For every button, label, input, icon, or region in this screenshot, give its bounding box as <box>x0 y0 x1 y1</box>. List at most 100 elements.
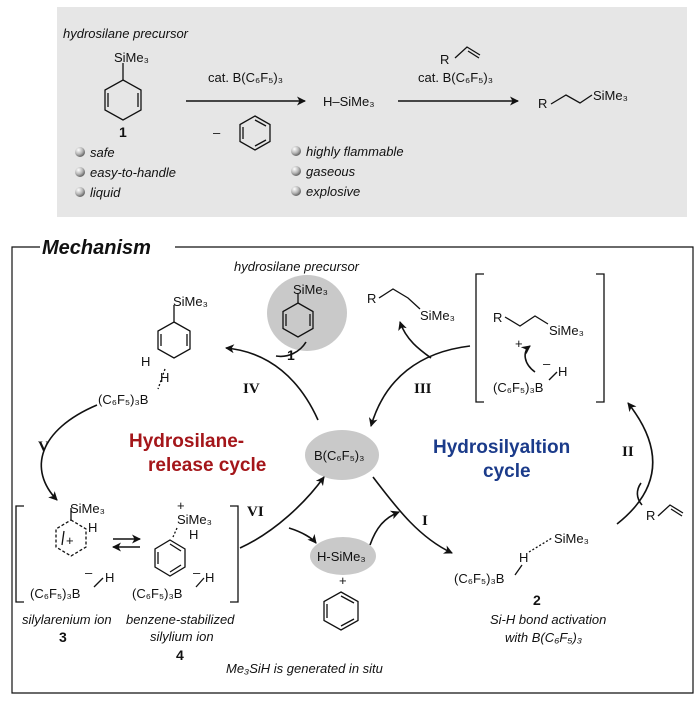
mech-precursor-title: hydrosilane precursor <box>234 259 360 274</box>
cation-iii-r: R <box>493 310 502 325</box>
silylium-caption-line1: benzene-stabilized <box>126 612 235 627</box>
complex-iv-h2: H <box>160 370 169 385</box>
right-cycle-label-line2: cycle <box>483 461 531 482</box>
silylarenium-sime3: SiMe₃ <box>70 501 105 516</box>
product-sime3: SiMe₃ <box>593 88 628 103</box>
cation-iii-sime3: SiMe₃ <box>549 323 584 338</box>
complex-2-sime3: SiMe₃ <box>554 531 589 546</box>
cation-bracket <box>475 273 605 403</box>
silylium-caption-line2: silylium ion <box>150 629 214 644</box>
complex-2-h: H <box>519 550 528 565</box>
reaction-panel <box>57 7 687 217</box>
alkene-ii-structure <box>657 504 684 517</box>
complex-iv-borane: (C₆F₅)₃B <box>98 392 148 407</box>
step-iv-arrow <box>225 344 319 421</box>
cons-list: highly flammable gaseous explosive <box>291 144 404 199</box>
silylium-borane: (C₆F₅)₃B <box>132 586 182 601</box>
hsime3-plus: + <box>339 573 347 588</box>
silylium-number: 4 <box>176 647 184 663</box>
catalyst-label: B(C₆F₅)₃ <box>314 448 364 463</box>
complex-2-caption-line1: Si-H bond activation <box>490 612 606 627</box>
alkene-joins-arrow <box>636 482 643 506</box>
step-v-arrow <box>40 404 98 501</box>
reagent-1: cat. B(C₆F₅)₃ <box>208 70 283 85</box>
step-iii-arrow <box>368 345 471 427</box>
pro-item: easy-to-handle <box>90 165 176 180</box>
step-iii-label: III <box>414 381 432 397</box>
alkene-r: R <box>440 52 449 67</box>
con-item: gaseous <box>306 164 356 179</box>
minus-sign: – <box>213 125 221 140</box>
step-i-arrow <box>372 476 453 554</box>
step-vi-arrow <box>239 476 325 549</box>
bullet-ball-icon <box>75 167 85 177</box>
silylium-plus: + <box>177 498 185 513</box>
mechanism-frame <box>11 246 694 694</box>
cation-iii-plus: + <box>515 336 523 351</box>
bullet-ball-icon <box>75 187 85 197</box>
pro-item: safe <box>90 145 115 160</box>
alkene-structure <box>454 46 481 59</box>
complex-iv-sime3: SiMe₃ <box>173 294 208 309</box>
silylarenium-caption: silylarenium ion <box>22 612 112 627</box>
equilibrium-arrows <box>112 534 141 552</box>
hsime3-to-i-arrow <box>369 510 400 546</box>
hsime3-label: H-SiMe₃ <box>317 549 366 564</box>
product-iii-sime3: SiMe₃ <box>420 308 455 323</box>
left-cycle-label-line2: release cycle <box>148 455 266 476</box>
silylium-sime3: SiMe₃ <box>177 512 212 527</box>
cation-iii-chain <box>504 315 549 327</box>
complex-iv-h1: H <box>141 354 150 369</box>
complex-2-borane: (C₆F₅)₃B <box>454 571 504 586</box>
insitu-note: Me₃SiH is generated in situ <box>226 661 383 676</box>
hydride-transfer-arrow <box>520 345 536 373</box>
bullet-ball-icon <box>291 146 301 156</box>
precursor-joins-arrow <box>275 341 307 358</box>
reagent-2: cat. B(C₆F₅)₃ <box>418 70 493 85</box>
h-sime3-intermediate: H–SiMe₃ <box>323 94 375 109</box>
precursor-title: hydrosilane precursor <box>63 26 189 41</box>
alkene-ii-r: R <box>646 508 655 523</box>
mech-benzene-structure <box>323 591 359 631</box>
cation-iii-minus: – <box>543 356 551 371</box>
step-iv-label: IV <box>243 381 260 397</box>
precursor-ellipse <box>267 275 347 351</box>
product-iii-r: R <box>367 291 376 306</box>
right-cycle-label-line1: Hydrosilyaltion <box>433 437 570 458</box>
step-i-label: I <box>422 513 428 529</box>
silylarenium-plus: + <box>66 533 74 548</box>
pro-item: liquid <box>90 185 121 200</box>
hsime3-ellipse <box>310 537 376 575</box>
step-v-label: V <box>38 439 49 455</box>
silylium-h: H <box>189 527 198 542</box>
complex-iv-structure <box>157 305 191 390</box>
step-ii-arrow <box>616 402 654 525</box>
bullet-ball-icon <box>291 166 301 176</box>
benzene-structure <box>239 115 271 151</box>
cation-iii-borane: (C₆F₅)₃B <box>493 380 543 395</box>
product-r: R <box>538 96 547 111</box>
compound-1-structure <box>104 63 142 121</box>
silylarenium-structure <box>55 508 87 557</box>
silylium-h-b: H <box>205 570 214 585</box>
mechanism-title: Mechanism <box>42 237 151 259</box>
con-item: highly flammable <box>306 144 404 159</box>
bullet-ball-icon <box>75 147 85 157</box>
mech-precursor-structure <box>282 294 314 338</box>
silylarenium-borane: (C₆F₅)₃B <box>30 586 80 601</box>
catalyst-ellipse <box>305 430 379 480</box>
silylium-structure <box>154 527 186 577</box>
product-chain <box>550 94 593 105</box>
step-ii-label: II <box>622 444 634 460</box>
silylarenium-h-b: H <box>105 570 114 585</box>
silylarenium-minus: – <box>85 565 93 580</box>
complex-2-caption-line2: with B(C₆F₅)₃ <box>505 630 582 645</box>
product-iii-chain <box>378 288 421 310</box>
silylium-minus: – <box>193 565 201 580</box>
bullet-ball-icon <box>291 186 301 196</box>
compound-1-sime3: SiMe₃ <box>114 50 149 65</box>
complex-2-number: 2 <box>533 592 541 608</box>
mech-precursor-sime3: SiMe₃ <box>293 282 328 297</box>
compound-1-number: 1 <box>119 124 127 140</box>
